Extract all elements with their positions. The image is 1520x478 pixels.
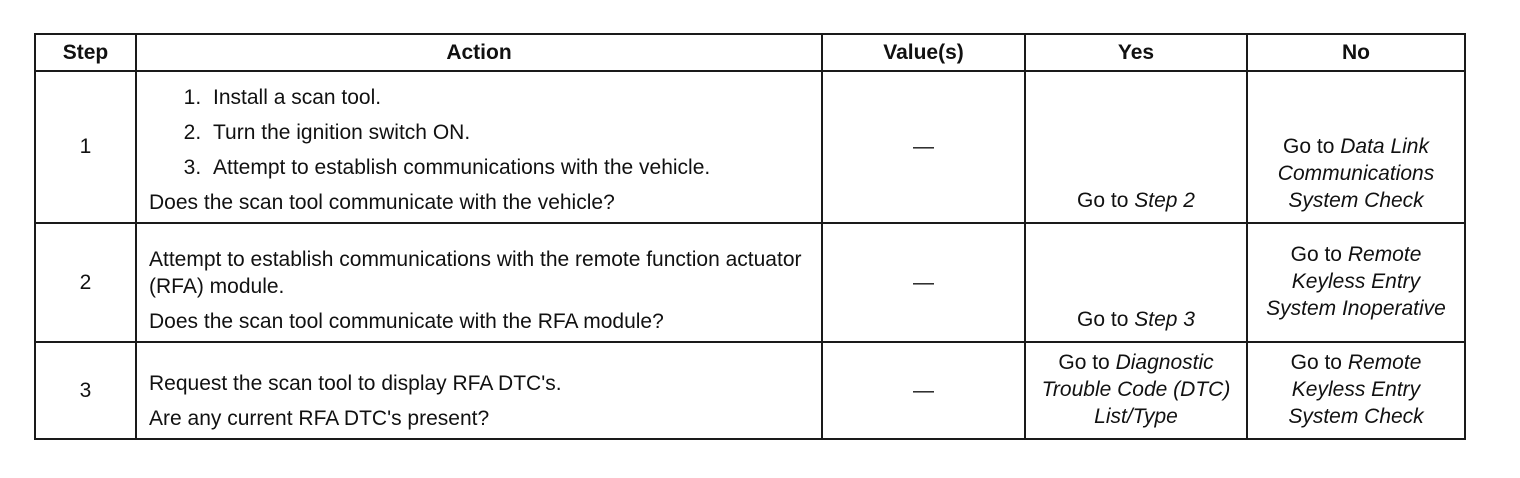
value-dash: —	[913, 378, 934, 402]
yes-prefix: Go to	[1077, 308, 1129, 331]
value-cell: —	[821, 341, 1026, 440]
table-row: 2 Attempt to establish communications wi…	[34, 222, 1466, 343]
no-prefix: Go to	[1283, 135, 1335, 158]
value-dash: —	[913, 270, 934, 294]
no-cell: Go to Remote Keyless Entry System Inoper…	[1246, 222, 1466, 343]
action-question: Does the scan tool communicate with the …	[149, 191, 615, 214]
list-item: Turn the ignition switch ON.	[207, 119, 811, 146]
action-question: Does the scan tool communicate with the …	[149, 310, 664, 333]
list-item: Attempt to establish communications with…	[207, 154, 811, 181]
action-question: Are any current RFA DTC's present?	[149, 407, 490, 430]
list-item: Install a scan tool.	[207, 84, 811, 111]
step-number: 2	[34, 222, 137, 343]
action-cell: Install a scan tool. Turn the ignition s…	[135, 70, 823, 224]
header-action: Action	[135, 33, 823, 72]
yes-link[interactable]: Step 3	[1134, 308, 1195, 331]
no-link[interactable]: Remote Keyless Entry System Check	[1288, 351, 1424, 428]
header-values: Value(s)	[821, 33, 1026, 72]
header-row: Step Action Value(s) Yes No	[34, 33, 1466, 72]
action-cell: Request the scan tool to display RFA DTC…	[135, 341, 823, 440]
header-step: Step	[34, 33, 137, 72]
value-cell: —	[821, 222, 1026, 343]
action-text: Request the scan tool to display RFA DTC…	[149, 372, 562, 395]
no-link[interactable]: Remote Keyless Entry System Inoperative	[1266, 243, 1446, 320]
value-dash: —	[913, 135, 934, 158]
action-list: Install a scan tool. Turn the ignition s…	[149, 84, 811, 181]
yes-cell: Go to Step 2	[1024, 70, 1248, 224]
yes-prefix: Go to	[1058, 351, 1110, 374]
action-cell: Attempt to establish communications with…	[135, 222, 823, 343]
step-number: 3	[34, 341, 137, 440]
no-prefix: Go to	[1290, 243, 1342, 266]
yes-cell: Go to Step 3	[1024, 222, 1248, 343]
yes-link[interactable]: Diagnostic Trouble Code (DTC) List/Type	[1041, 351, 1231, 428]
no-cell: Go to Data Link Communications System Ch…	[1246, 70, 1466, 224]
header-yes: Yes	[1024, 33, 1248, 72]
yes-link[interactable]: Step 2	[1134, 189, 1195, 212]
value-cell: —	[821, 70, 1026, 224]
table-row: 1 Install a scan tool. Turn the ignition…	[34, 70, 1466, 224]
no-cell: Go to Remote Keyless Entry System Check	[1246, 341, 1466, 440]
header-no: No	[1246, 33, 1466, 72]
step-number: 1	[34, 70, 137, 224]
diagnostic-table: Step Action Value(s) Yes No 1 Install a …	[34, 33, 1466, 440]
yes-prefix: Go to	[1077, 189, 1129, 212]
no-link[interactable]: Data Link Communications System Check	[1277, 135, 1435, 212]
no-prefix: Go to	[1290, 351, 1342, 374]
action-text: Attempt to establish communications with…	[149, 248, 802, 298]
yes-cell: Go to Diagnostic Trouble Code (DTC) List…	[1024, 341, 1248, 440]
table-row: 3 Request the scan tool to display RFA D…	[34, 341, 1466, 440]
